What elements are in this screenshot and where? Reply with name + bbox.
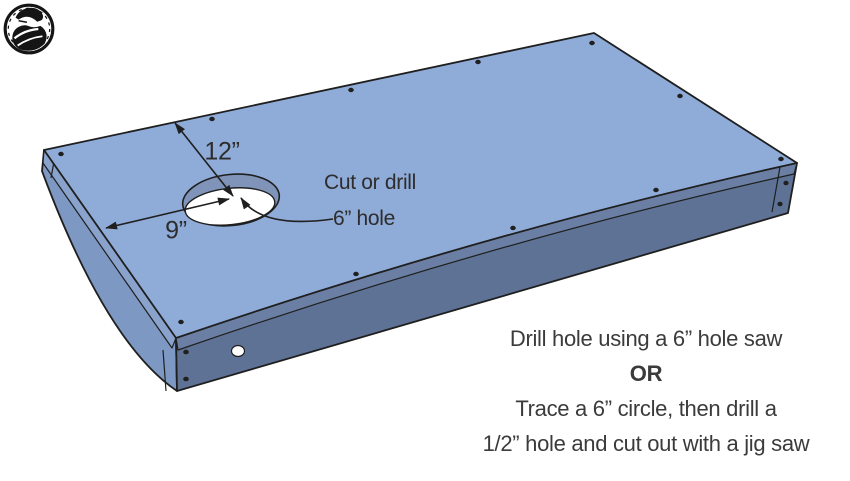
instruction-or-separator: OR (629, 361, 663, 386)
top-face-screws (58, 40, 784, 325)
logo-figure-body (12, 25, 47, 51)
front-face-screws (183, 180, 789, 382)
dimension-arrow-12 (174, 122, 234, 197)
logo-figure (12, 7, 47, 51)
dimension-label-12: 12” (204, 137, 240, 166)
hole-callout-line2: 6” hole (332, 207, 396, 230)
logo-figure-glasses (18, 19, 28, 24)
hole-callout-leader (240, 197, 334, 223)
instructions-block: Drill hole using a 6” hole saw OR Trace … (426, 321, 850, 461)
instruction-option1: Drill hole using a 6” hole saw (509, 326, 783, 351)
board-top-face (43, 32, 798, 339)
instruction-option2-line2: 1/2” hole and cut out with a jig saw (482, 431, 810, 456)
left-corner-rail-seam (162, 349, 167, 392)
front-rail-hole (230, 344, 246, 358)
dimension-label-9: 9” (165, 216, 187, 245)
dimension-arrow-9 (105, 197, 230, 230)
logo-figure-cap (15, 7, 44, 22)
logo-figure-arm (13, 27, 39, 40)
logo-figure-apron (17, 35, 43, 47)
brand-logo (3, 3, 55, 55)
logo-outer-ring (3, 3, 55, 55)
instruction-option2-line1: Trace a 6” circle, then drill a (515, 396, 777, 421)
right-rail-seam (771, 166, 781, 213)
hole-callout-line1: Cut or drill (323, 171, 417, 194)
